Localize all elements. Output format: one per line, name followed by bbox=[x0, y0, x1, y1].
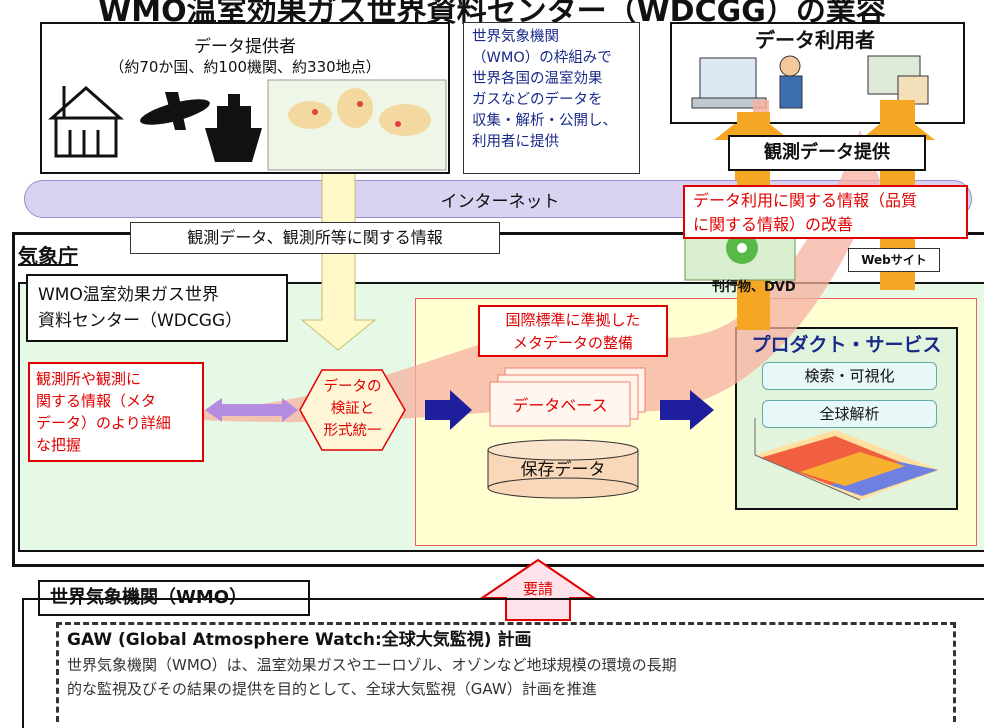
request-arrow bbox=[478, 558, 598, 621]
products-item-analysis: 全球解析 bbox=[762, 400, 937, 428]
station-info-line: 観測所や観測に bbox=[36, 370, 142, 388]
wmo-label: 世界気象機関（WMO） bbox=[50, 587, 248, 608]
products-heading: プロダクト・サービス bbox=[751, 334, 942, 356]
validation-line: データの bbox=[323, 379, 382, 395]
wmo-note-line: 収集・解析・公開し、 bbox=[472, 113, 617, 129]
gaw-heading: GAW (Global Atmosphere Watch:全球大気監視) 計画 bbox=[67, 630, 532, 650]
global-analysis-chart bbox=[754, 418, 940, 501]
wmo-note-line: ガスなどのデータを bbox=[472, 92, 603, 108]
validation-hexagon bbox=[299, 369, 406, 451]
metadata-flow-band bbox=[200, 130, 880, 423]
storage-label: 保存データ bbox=[520, 460, 606, 480]
validation-line: 形式統一 bbox=[323, 423, 382, 439]
metadata-standard-box: 国際標準に準拠した メタデータの整備 bbox=[478, 305, 668, 357]
data-provision-label: 観測データ提供 bbox=[728, 135, 926, 171]
improvement-box: データ利用に関する情報（品質 に関する情報）の改善 bbox=[683, 185, 968, 239]
request-label: 要請 bbox=[522, 580, 553, 598]
station-info-line: データ）のより詳細 bbox=[36, 414, 171, 432]
station-info-line: 関する情報（メタ bbox=[36, 392, 157, 410]
wmo-note-line: 世界各国の温室効果 bbox=[472, 71, 603, 87]
provider-detail: （約70か国、約100機関、約330地点） bbox=[109, 58, 381, 76]
gaw-box: GAW (Global Atmosphere Watch:全球大気監視) 計画 … bbox=[56, 622, 956, 722]
database-page bbox=[489, 381, 631, 427]
improvement-line: データ利用に関する情報（品質 bbox=[693, 191, 918, 210]
user-heading: データ利用者 bbox=[755, 28, 875, 52]
wdcgg-line: 資料センター（WDCGG） bbox=[38, 311, 243, 331]
station-info-line: な把握 bbox=[36, 436, 82, 454]
website-tag: Webサイト bbox=[848, 248, 940, 272]
station-link-arrow bbox=[205, 398, 298, 422]
metadata-standard-line: メタデータの整備 bbox=[512, 334, 633, 352]
internet-label: インターネット bbox=[440, 192, 560, 212]
gaw-line: 的な監視及びその結果の提供を目的として、全球大気監視（GAW）計画を推進 bbox=[67, 680, 597, 698]
gaw-line: 世界気象機関（WMO）は、温室効果ガスやエーロゾル、オゾンなど地球規模の環境の長… bbox=[67, 656, 677, 674]
metadata-standard-line: 国際標準に準拠した bbox=[505, 311, 641, 329]
improvement-line: に関する情報）の改善 bbox=[693, 215, 854, 234]
validation-line: 検証と bbox=[330, 401, 375, 417]
wmo-note-box: 世界気象機関 （WMO）の枠組みで 世界各国の温室効果 ガスなどのデータを 収集… bbox=[463, 22, 640, 174]
products-item-search: 検索・可視化 bbox=[762, 362, 937, 390]
wdcgg-label-box: WMO温室効果ガス世界 資料センター（WDCGG） bbox=[26, 274, 288, 342]
validation-to-db-arrow bbox=[425, 390, 472, 430]
obs-data-down-arrow bbox=[300, 171, 377, 351]
wmo-outer-box bbox=[22, 598, 984, 728]
wdcgg-line: WMO温室効果ガス世界 bbox=[38, 285, 219, 305]
obs-info-label: 観測データ、観測所等に関する情報 bbox=[130, 222, 500, 254]
wmo-note-line: 利用者に提供 bbox=[472, 134, 559, 150]
wmo-note-line: 世界気象機関 bbox=[472, 29, 559, 45]
wmo-note-line: （WMO）の枠組みで bbox=[472, 50, 612, 66]
station-info-box: 観測所や観測に 関する情報（メタ データ）のより詳細 な把握 bbox=[28, 362, 204, 462]
database-label: データベース bbox=[512, 396, 608, 415]
validation-text: データの 検証と 形式統一 bbox=[305, 376, 400, 442]
provider-heading: データ提供者 bbox=[194, 37, 296, 57]
storage-cylinder bbox=[487, 439, 639, 499]
jma-label: 気象庁 bbox=[18, 244, 78, 268]
db-to-products-arrow bbox=[660, 390, 714, 430]
publications-label: 刊行物、DVD bbox=[712, 280, 796, 295]
